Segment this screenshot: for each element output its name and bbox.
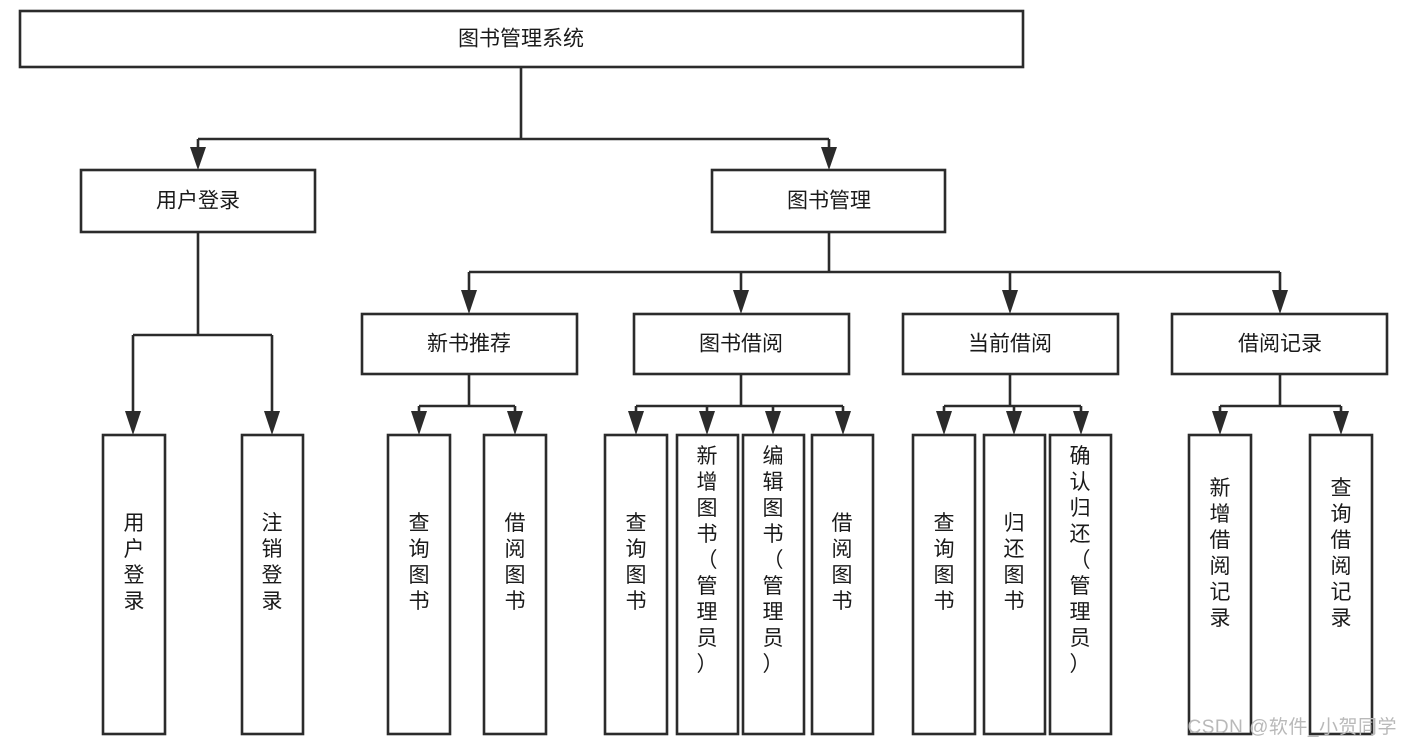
- arrow-head-new-book-recommend: [461, 290, 477, 314]
- csdn-watermark: CSDN @软件_小贺同学: [1187, 717, 1397, 738]
- node-current-borrow-label: 当前借阅: [968, 333, 1052, 356]
- node-new-book-recommend[interactable]: 新书推荐: [360, 312, 579, 376]
- arrow-head-leaf-confirm-return: [1073, 411, 1089, 435]
- node-borrow-record-label: 借阅记录: [1238, 333, 1322, 356]
- arrow-head-borrow-record: [1272, 290, 1288, 314]
- node-leaf-borrow-book-1-label: 借阅图书: [505, 512, 526, 613]
- node-leaf-borrow-book-2[interactable]: 借阅图书: [810, 433, 875, 736]
- arrow-head-leaf-add-book: [699, 411, 715, 435]
- node-leaf-return-book[interactable]: 归还图书: [982, 433, 1047, 736]
- node-root-box[interactable]: [18, 9, 1025, 69]
- node-book-borrow-box[interactable]: [632, 312, 851, 376]
- node-new-book-recommend-label: 新书推荐: [427, 333, 511, 356]
- connector-layer: [125, 67, 1349, 435]
- node-leaf-query-book-1-label: 查询图书: [409, 512, 430, 613]
- node-leaf-add-record-box[interactable]: [1187, 433, 1253, 736]
- arrow-head-book-management: [821, 147, 837, 170]
- node-user-login-box[interactable]: [79, 168, 317, 234]
- node-borrow-record[interactable]: 借阅记录: [1170, 312, 1389, 376]
- node-leaf-confirm-return-box[interactable]: [1048, 433, 1113, 736]
- node-leaf-edit-book-label: 编辑图书（管理员）: [763, 445, 784, 676]
- node-root-label: 图书管理系统: [458, 28, 584, 51]
- arrow-head-leaf-edit-book: [765, 411, 781, 435]
- arrow-head-leaf-borrow-book-2: [835, 411, 851, 435]
- node-borrow-record-box[interactable]: [1170, 312, 1389, 376]
- arrow-head-leaf-query-book-1: [411, 411, 427, 435]
- arrow-head-leaf-query-record: [1333, 411, 1349, 435]
- node-leaf-logout-box[interactable]: [240, 433, 305, 736]
- node-book-management[interactable]: 图书管理: [710, 168, 947, 234]
- node-leaf-query-book-2-label: 查询图书: [626, 512, 647, 613]
- node-leaf-borrow-book-2-box[interactable]: [810, 433, 875, 736]
- arrow-head-leaf-logout: [264, 411, 280, 435]
- node-leaf-query-book-2-box[interactable]: [603, 433, 669, 736]
- arrow-head-leaf-query-book-3: [936, 411, 952, 435]
- node-leaf-add-record-label: 新增借阅记录: [1210, 477, 1231, 630]
- arrow-head-leaf-borrow-book-1: [507, 411, 523, 435]
- node-leaf-query-book-3-box[interactable]: [911, 433, 977, 736]
- node-leaf-borrow-book-1-box[interactable]: [482, 433, 548, 736]
- node-leaf-borrow-book-1[interactable]: 借阅图书: [482, 433, 548, 736]
- node-book-management-label: 图书管理: [787, 190, 871, 213]
- arrow-head-leaf-return-book: [1006, 411, 1022, 435]
- node-leaf-query-record[interactable]: 查询借阅记录: [1308, 433, 1374, 736]
- node-leaf-query-book-2[interactable]: 查询图书: [603, 433, 669, 736]
- node-leaf-borrow-book-2-label: 借阅图书: [832, 512, 853, 613]
- node-current-borrow-box[interactable]: [901, 312, 1120, 376]
- node-book-borrow[interactable]: 图书借阅: [632, 312, 851, 376]
- node-book-management-box[interactable]: [710, 168, 947, 234]
- node-leaf-query-book-3-label: 查询图书: [934, 512, 955, 613]
- node-leaf-query-book-1-box[interactable]: [386, 433, 452, 736]
- arrow-head-user-login: [190, 147, 206, 170]
- node-leaf-edit-book-box[interactable]: [741, 433, 806, 736]
- arrow-head-leaf-add-record: [1212, 411, 1228, 435]
- node-leaf-add-book-label: 新增图书（管理员）: [697, 445, 718, 676]
- node-leaf-logout-label: 注销登录: [262, 512, 283, 613]
- node-book-borrow-label: 图书借阅: [699, 333, 783, 356]
- arrow-head-leaf-query-book-2: [628, 411, 644, 435]
- node-leaf-user-login-label: 用户登录: [124, 512, 145, 613]
- node-leaf-add-record[interactable]: 新增借阅记录: [1187, 433, 1253, 736]
- node-leaf-query-book-1[interactable]: 查询图书: [386, 433, 452, 736]
- node-leaf-return-book-box[interactable]: [982, 433, 1047, 736]
- node-new-book-recommend-box[interactable]: [360, 312, 579, 376]
- node-leaf-user-login[interactable]: 用户登录: [101, 433, 167, 736]
- node-leaf-edit-book[interactable]: 编辑图书（管理员）: [741, 433, 806, 736]
- node-leaf-confirm-return[interactable]: 确认归还（管理员）: [1048, 433, 1113, 736]
- node-leaf-return-book-label: 归还图书: [1004, 512, 1025, 613]
- node-leaf-add-book-box[interactable]: [675, 433, 740, 736]
- node-leaf-add-book[interactable]: 新增图书（管理员）: [675, 433, 740, 736]
- arrow-head-book-borrow: [733, 290, 749, 314]
- node-user-login-label: 用户登录: [156, 190, 240, 213]
- node-leaf-query-record-box[interactable]: [1308, 433, 1374, 736]
- node-current-borrow[interactable]: 当前借阅: [901, 312, 1120, 376]
- node-root[interactable]: 图书管理系统: [18, 9, 1025, 69]
- node-leaf-confirm-return-label: 确认归还（管理员）: [1070, 445, 1091, 676]
- arrow-head-leaf-user-login: [125, 411, 141, 435]
- node-leaf-logout[interactable]: 注销登录: [240, 433, 305, 736]
- node-leaf-user-login-box[interactable]: [101, 433, 167, 736]
- arrow-head-current-borrow: [1002, 290, 1018, 314]
- node-user-login[interactable]: 用户登录: [79, 168, 317, 234]
- node-leaf-query-record-label: 查询借阅记录: [1331, 477, 1352, 630]
- node-leaf-query-book-3[interactable]: 查询图书: [911, 433, 977, 736]
